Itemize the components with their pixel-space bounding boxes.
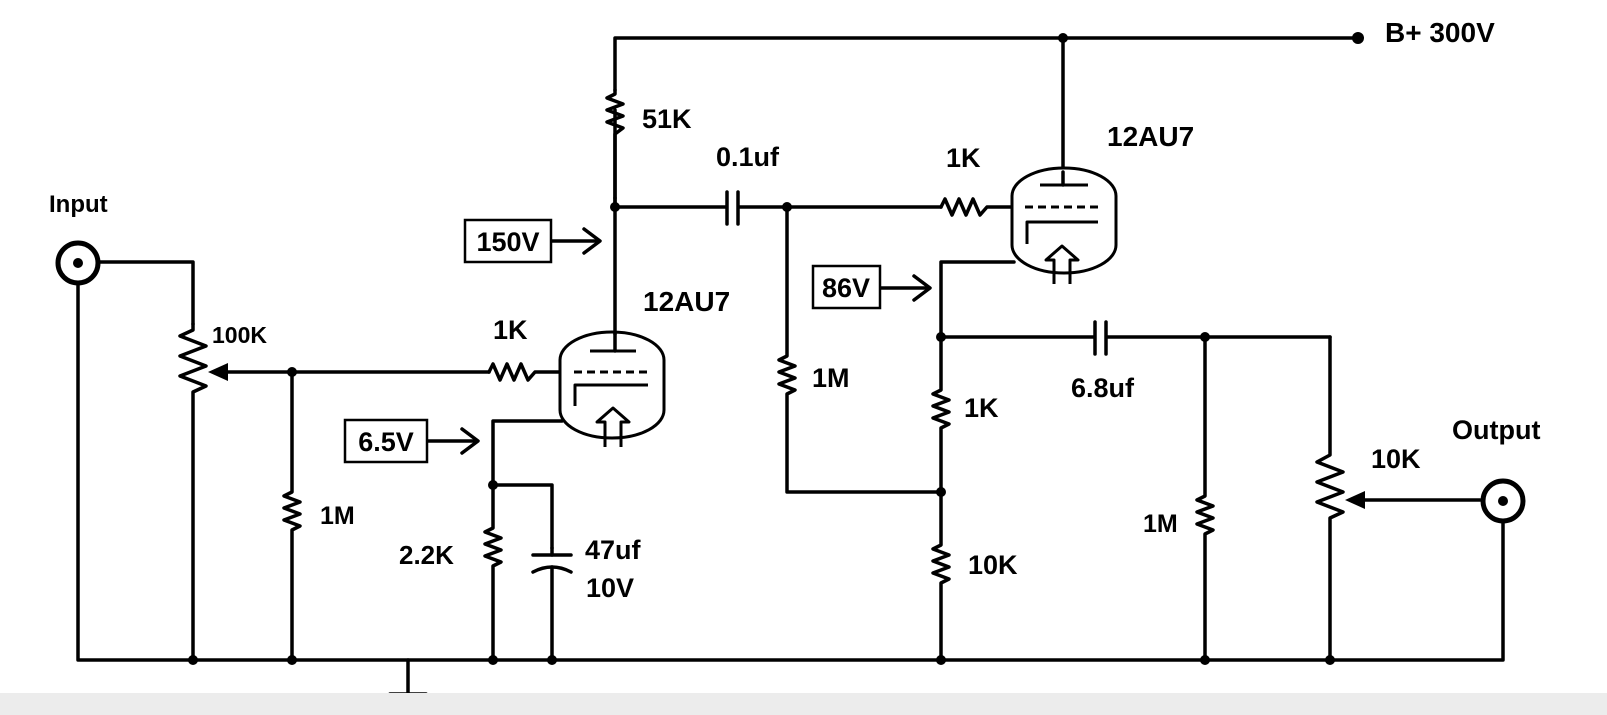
resistor-2-2k-label: 2.2K xyxy=(399,540,454,570)
capacitor-6-8uf-label: 6.8uf xyxy=(1071,373,1135,403)
resistor-1k-grid-1 xyxy=(487,362,570,382)
resistor-10k-cathode-2 xyxy=(931,490,951,662)
voltage-indicator-150v: 150V xyxy=(463,218,602,264)
resistor-1k-grid-2 xyxy=(939,197,1022,217)
output-label: Output xyxy=(1452,415,1540,445)
vacuum-tube-1-icon xyxy=(558,330,666,447)
resistor-1k-cathode-2 xyxy=(931,335,951,494)
resistor-1m-output-label: 1M xyxy=(1143,510,1178,538)
resistor-1m-input xyxy=(282,370,302,662)
input-label: Input xyxy=(49,191,108,218)
resistor-51k xyxy=(605,88,625,209)
resistor-2-2k xyxy=(483,483,503,662)
input-potentiometer xyxy=(178,322,491,662)
voltage-indicator-6-5v: 6.5V xyxy=(343,418,480,464)
voltage-label-6-5v: 6.5V xyxy=(358,427,414,457)
ground-rail xyxy=(76,256,1505,696)
input-jack-icon xyxy=(55,240,101,286)
resistor-1m-input-label: 1M xyxy=(320,502,355,530)
resistor-1m-mid-label: 1M xyxy=(812,363,850,393)
capacitor-0-1uf xyxy=(613,190,943,226)
b-plus-rail xyxy=(613,32,1364,200)
b-plus-label: B+ 300V xyxy=(1385,17,1495,48)
resistor-1k-grid-1-label: 1K xyxy=(493,315,528,345)
resistor-1m-mid xyxy=(777,205,943,494)
tube-1-label: 12AU7 xyxy=(643,286,730,317)
resistor-1k-cathode-2-label: 1K xyxy=(964,393,999,423)
output-potentiometer xyxy=(1315,335,1482,662)
voltage-label-86v: 86V xyxy=(822,273,870,303)
capacitor-47uf-voltage-label: 10V xyxy=(586,573,634,603)
potentiometer-100k-label: 100K xyxy=(212,322,267,348)
capacitor-0-1uf-label: 0.1uf xyxy=(716,142,780,172)
resistor-51k-label: 51K xyxy=(642,104,692,134)
tube-2-label: 12AU7 xyxy=(1107,121,1194,152)
voltage-label-150v: 150V xyxy=(476,227,539,257)
resistor-10k-cathode-2-label: 10K xyxy=(968,550,1018,580)
resistor-1m-output xyxy=(1195,335,1215,662)
potentiometer-10k-label: 10K xyxy=(1371,444,1421,474)
capacitor-6-8uf xyxy=(939,320,1332,356)
capacitor-47uf-label: 47uf xyxy=(585,535,642,565)
capacitor-47uf xyxy=(531,546,573,662)
resistor-1k-grid-2-label: 1K xyxy=(946,143,981,173)
voltage-indicator-86v: 86V xyxy=(811,264,932,310)
bottom-edge-strip xyxy=(0,693,1607,715)
output-jack-icon xyxy=(1480,478,1526,524)
vacuum-tube-2-icon xyxy=(1010,166,1118,284)
